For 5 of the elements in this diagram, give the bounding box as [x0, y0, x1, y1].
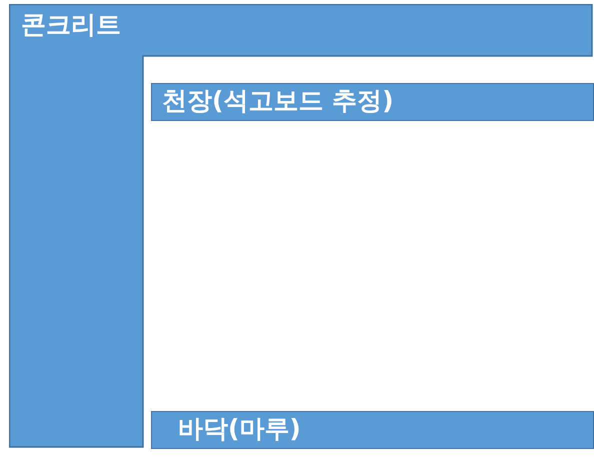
label-text: 천장(석고보드 추정): [162, 86, 394, 116]
label-text: 콘크리트: [21, 10, 121, 40]
ceiling-bar: [151, 83, 594, 121]
floor-bar: [151, 411, 594, 449]
label-text: 바닥(마루): [178, 414, 301, 444]
